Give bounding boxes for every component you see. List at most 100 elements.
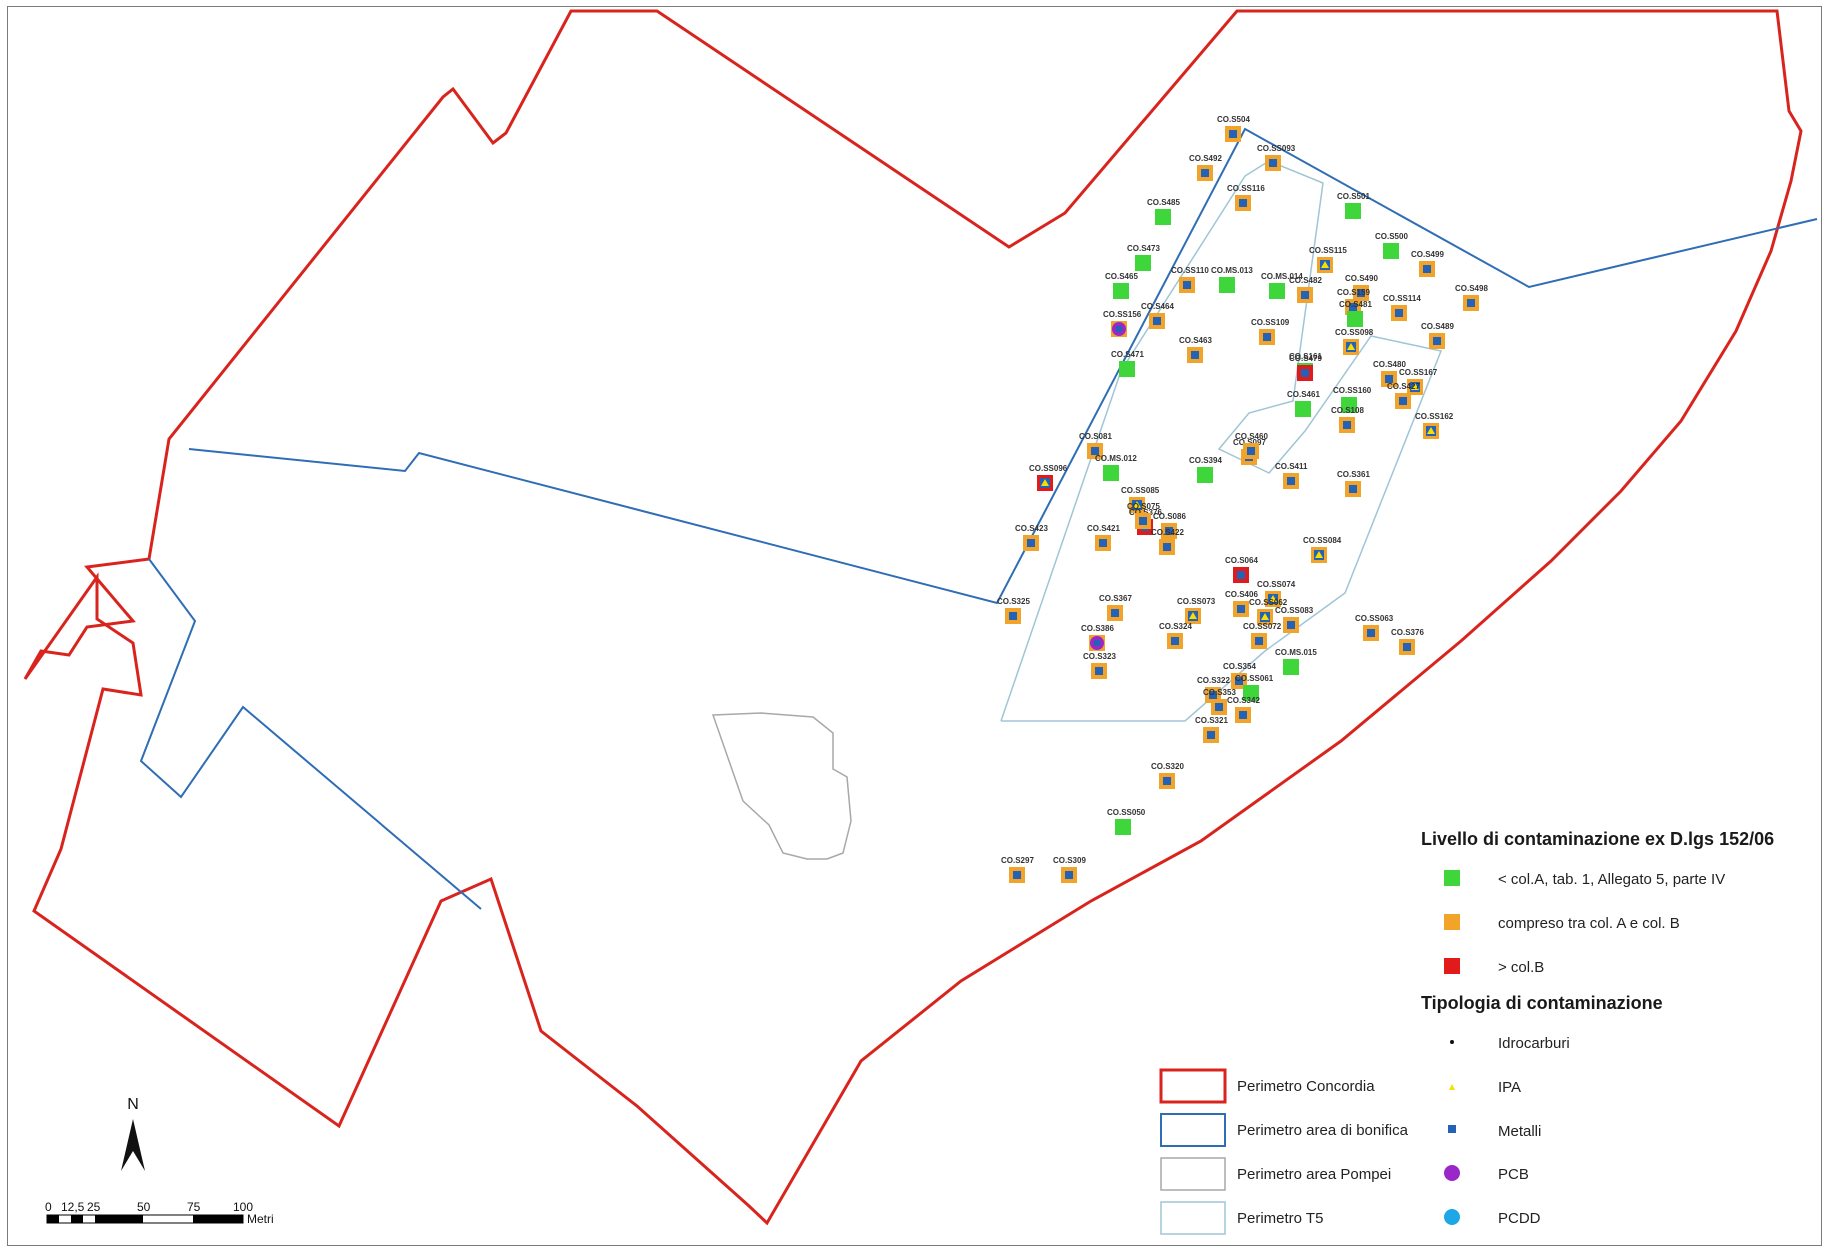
sample-point: CO.SS073 — [1177, 597, 1216, 624]
sample-point-label: CO.SS098 — [1335, 328, 1374, 337]
metalli-square-icon — [1153, 317, 1161, 325]
sample-point-label: CO.S499 — [1411, 250, 1444, 259]
sample-point: CO.S482 — [1289, 276, 1322, 303]
sample-point-label: CO.S321 — [1195, 716, 1228, 725]
sample-point-label: CO.SS093 — [1257, 144, 1296, 153]
sample-point-marker — [1119, 361, 1135, 377]
sample-point-label: CO.S386 — [1081, 624, 1114, 633]
legend-perimeter-0: Perimetro Concordia — [1237, 1078, 1375, 1095]
sample-point-label: CO.S081 — [1079, 432, 1112, 441]
sample-point: CO.SS050 — [1107, 808, 1146, 835]
metalli-square-icon — [1357, 289, 1365, 297]
metalli-square-icon — [1027, 539, 1035, 547]
metalli-square-icon — [1183, 281, 1191, 289]
sample-point-label: CO.S465 — [1105, 272, 1138, 281]
map-canvas: CO.S504CO.SS093CO.S492CO.SS116CO.S485CO.… — [23, 9, 1818, 1235]
legend-level-title: Livello di contaminazione ex D.lgs 152/0… — [1421, 829, 1774, 849]
sample-point-label: CO.S423 — [1015, 524, 1048, 533]
sample-point: CO.MS.012 — [1095, 454, 1137, 481]
metalli-square-icon — [1239, 711, 1247, 719]
sample-point-label: CO.S489 — [1421, 322, 1454, 331]
sample-point-label: CO.SS115 — [1309, 246, 1347, 255]
metalli-square-icon — [1201, 169, 1209, 177]
sample-point: CO.SS072 — [1243, 622, 1282, 649]
sample-point-marker — [1197, 467, 1213, 483]
sample-point-label: CO.S376 — [1129, 508, 1162, 517]
scale-segment — [47, 1215, 59, 1223]
sample-point-label: CO.S498 — [1455, 284, 1488, 293]
sample-point: CO.S464 — [1141, 302, 1174, 329]
ipa-triangle-icon — [1189, 612, 1197, 619]
legend-perimeter-2: Perimetro area Pompei — [1237, 1166, 1391, 1183]
sample-point: CO.S411 — [1275, 462, 1308, 489]
sample-point-label: CO.MS.014 — [1261, 272, 1303, 281]
sample-point-label: CO.MS.013 — [1211, 266, 1253, 275]
sample-point: CO.S320 — [1151, 762, 1184, 789]
perimetro-concordia-boundary — [23, 9, 1803, 1226]
sample-point: CO.SS063 — [1355, 614, 1394, 641]
sample-point-label: CO.SS072 — [1243, 622, 1282, 631]
sample-point-label: CO.SS074 — [1257, 580, 1296, 589]
sample-point-label: CO.S492 — [1189, 154, 1222, 163]
sample-point-label: CO.S361 — [1337, 470, 1370, 479]
sample-point-marker — [1219, 277, 1235, 293]
sample-point: CO.S075 — [1127, 502, 1160, 529]
sample-point-label: CO.S479 — [1289, 354, 1322, 363]
sample-point: CO.S465 — [1105, 272, 1138, 299]
sample-point: CO.S086 — [1153, 512, 1186, 539]
sample-point: CO.S500 — [1375, 232, 1408, 259]
metalli-square-icon — [1301, 291, 1309, 299]
sample-point-label: CO.SS110 — [1171, 266, 1209, 275]
sample-point-marker — [1135, 255, 1151, 271]
sample-point-label: CO.S485 — [1147, 198, 1180, 207]
sample-point-label: CO.S480 — [1373, 360, 1406, 369]
metalli-square-icon — [1385, 375, 1393, 383]
sample-point-label: CO.S501 — [1337, 192, 1370, 201]
sample-point: CO.S485 — [1147, 198, 1180, 225]
sample-point: CO.S394 — [1189, 456, 1222, 483]
scale-tick-4: 75 — [187, 1200, 201, 1214]
metalli-square-icon — [1287, 621, 1295, 629]
legend-type-title: Tipologia di contaminazione — [1421, 993, 1663, 1013]
sample-point-label: CO.SS083 — [1275, 606, 1314, 615]
ipa-triangle-icon — [1321, 261, 1329, 268]
sample-point-label: CO.S324 — [1159, 622, 1192, 631]
sample-point-label: CO.S309 — [1053, 856, 1086, 865]
sample-point-label: CO.S473 — [1127, 244, 1160, 253]
legend-perimeters: Perimetro Concordia Perimetro area di bo… — [1159, 1068, 1409, 1235]
scale-unit: Metri — [247, 1212, 274, 1226]
sample-point-label: CO.S342 — [1227, 696, 1260, 705]
metalli-square-icon — [1235, 677, 1243, 685]
metalli-square-icon — [1094, 640, 1100, 646]
sample-point-label: CO.S353 — [1203, 688, 1236, 697]
sample-point: CO.SS167 — [1399, 368, 1438, 395]
sample-point: CO.SS109 — [1251, 318, 1290, 345]
metalli-square-icon — [1237, 571, 1245, 579]
legend-levels: Livello di contaminazione ex D.lgs 152/0… — [1421, 829, 1774, 976]
sample-point-label: CO.S108 — [1331, 406, 1364, 415]
sample-point-label: CO.S394 — [1189, 456, 1222, 465]
sample-point-label: CO.S354 — [1223, 662, 1256, 671]
sample-point: CO.S471 — [1111, 350, 1144, 377]
scale-tick-2: 25 — [87, 1200, 101, 1214]
sample-point-label: CO.SS063 — [1355, 614, 1394, 623]
sample-point-marker — [1115, 819, 1131, 835]
sample-point-label: CO.S161 — [1289, 352, 1322, 361]
ipa-triangle-icon — [1269, 595, 1277, 602]
sample-point-marker — [1383, 243, 1399, 259]
sample-point: CO.S421 — [1087, 524, 1120, 551]
perimetro-t5-swatch — [1160, 1201, 1226, 1235]
sample-point: CO.S406 — [1225, 590, 1258, 617]
sample-point-label: CO.MS.015 — [1275, 648, 1317, 657]
metalli-square-icon — [1367, 629, 1375, 637]
perimetro-bonifica-boundary — [188, 127, 1818, 605]
sample-point: CO.MS.014 — [1261, 272, 1303, 299]
sample-point-marker — [1155, 209, 1171, 225]
sample-point-marker — [1295, 401, 1311, 417]
sample-point-marker — [1283, 659, 1299, 675]
sample-point: CO.S353 — [1203, 688, 1236, 715]
sample-point-label: CO.S406 — [1225, 590, 1258, 599]
sample-point-marker — [1269, 283, 1285, 299]
metalli-square-icon — [1163, 543, 1171, 551]
legend-types: Tipologia di contaminazione Idrocarburi … — [1421, 993, 1663, 1227]
